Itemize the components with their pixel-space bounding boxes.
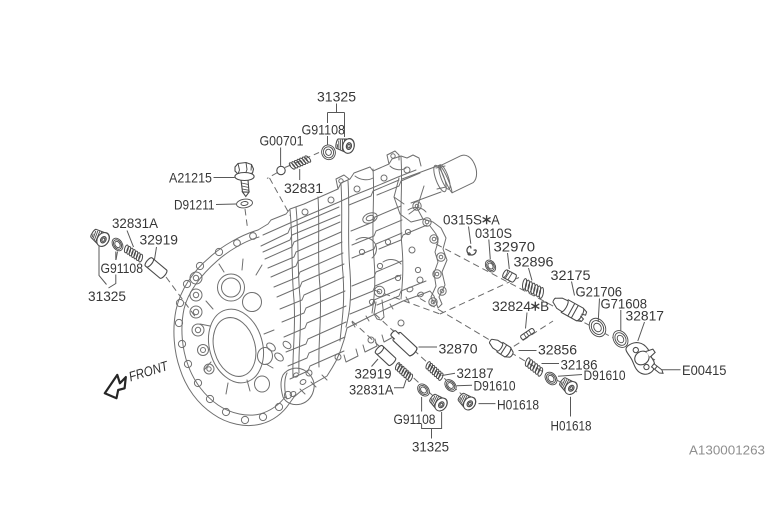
svg-text:31325: 31325: [317, 89, 356, 105]
svg-text:32970: 32970: [494, 239, 536, 255]
svg-text:32187: 32187: [457, 365, 494, 381]
svg-text:A: A: [491, 212, 500, 228]
svg-text:32824: 32824: [492, 298, 531, 314]
svg-text:H01618: H01618: [497, 397, 539, 413]
svg-text:D91211: D91211: [174, 197, 215, 213]
svg-text:G91108: G91108: [101, 260, 144, 276]
svg-text:0315S: 0315S: [443, 212, 482, 228]
svg-text:32175: 32175: [551, 267, 591, 283]
svg-text:31325: 31325: [412, 439, 449, 455]
svg-text:32870: 32870: [439, 341, 478, 357]
svg-text:D91610: D91610: [584, 367, 626, 383]
svg-text:32896: 32896: [514, 254, 554, 270]
svg-text:32919: 32919: [140, 232, 179, 248]
svg-text:0310S: 0310S: [475, 225, 512, 241]
svg-text:G91108: G91108: [302, 122, 346, 138]
svg-text:G21706: G21706: [576, 284, 623, 300]
svg-text:32831A: 32831A: [349, 382, 394, 398]
svg-text:H01618: H01618: [551, 418, 592, 434]
svg-text:32919: 32919: [355, 366, 392, 382]
svg-text:G91108: G91108: [394, 411, 436, 427]
svg-text:A130001263: A130001263: [689, 443, 765, 458]
svg-text:G71608: G71608: [601, 296, 648, 312]
svg-text:32817: 32817: [626, 308, 665, 324]
svg-text:B: B: [540, 298, 549, 314]
svg-text:32856: 32856: [538, 342, 577, 358]
svg-text:E00415: E00415: [682, 362, 727, 378]
svg-text:32186: 32186: [561, 357, 598, 373]
svg-text:D91610: D91610: [474, 378, 516, 394]
svg-text:32831: 32831: [284, 180, 323, 196]
svg-text:31325: 31325: [88, 288, 126, 304]
svg-text:G00701: G00701: [260, 133, 304, 149]
svg-text:A21215: A21215: [169, 170, 212, 186]
svg-text:32831A: 32831A: [112, 215, 159, 231]
